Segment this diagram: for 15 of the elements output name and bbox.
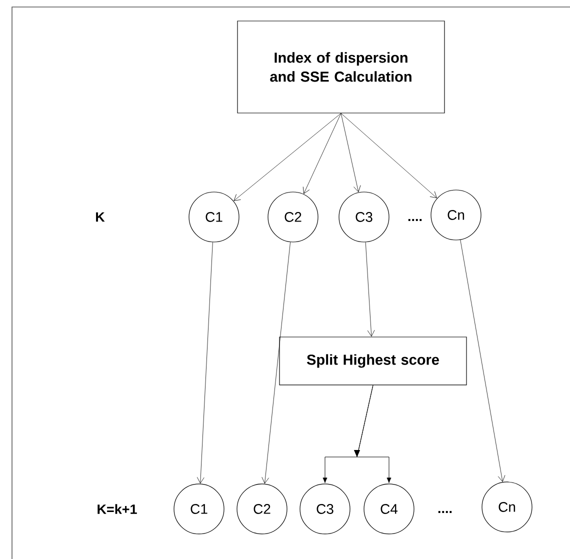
arrow — [262, 242, 291, 484]
arrow — [196, 242, 213, 484]
ellipsis: .... — [438, 510, 452, 513]
ellipsis: .... — [408, 218, 422, 221]
arrow — [340, 113, 361, 192]
arrow — [354, 385, 392, 483]
arrow — [340, 113, 437, 198]
row-label: K=k+1 — [98, 504, 137, 514]
process-box: Index of dispersion and SSE Calculation — [237, 20, 445, 114]
arrow — [302, 113, 342, 194]
arrow — [460, 240, 506, 482]
arrow — [234, 113, 342, 201]
arrow — [365, 242, 375, 336]
process-box: Split Highest score — [279, 336, 467, 386]
row-label: K — [96, 212, 105, 222]
